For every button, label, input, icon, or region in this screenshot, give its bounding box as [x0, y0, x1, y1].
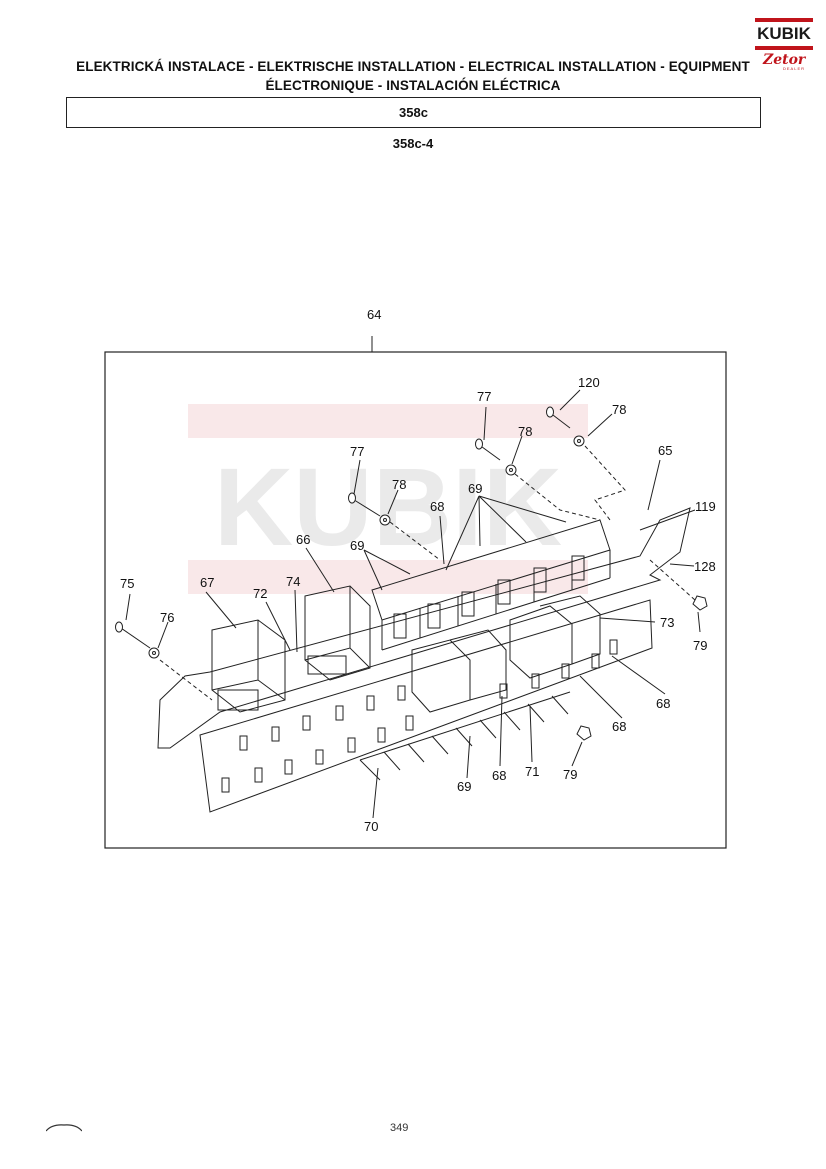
- page-title-line-2: ÉLECTRONIQUE - INSTALACIÓN ELÉCTRICA: [265, 78, 561, 93]
- callout-68-d: 68: [492, 768, 506, 783]
- callout-68-c: 68: [612, 719, 626, 734]
- callout-69-c: 69: [457, 779, 471, 794]
- callout-69-a: 69: [468, 481, 482, 496]
- page-title-line-1: ELEKTRICKÁ INSTALACE - ELEKTRISCHE INSTA…: [76, 59, 750, 74]
- section-code-box: 358c: [66, 97, 761, 128]
- callout-68-a: 68: [430, 499, 444, 514]
- callout-75: 75: [120, 576, 134, 591]
- callout-65: 65: [658, 443, 672, 458]
- callout-79-b: 79: [563, 767, 577, 782]
- callout-labels: 64 120 78 77 78 65 77 78 119 69 68 66 69…: [120, 307, 716, 834]
- logo-kubik-text: KUBIK: [755, 18, 813, 50]
- callout-71: 71: [525, 764, 539, 779]
- footer-logo-mark: [46, 1124, 82, 1132]
- callout-76: 76: [160, 610, 174, 625]
- callout-78-b: 78: [518, 424, 532, 439]
- svg-text:KUBIK: KUBIK: [214, 446, 562, 569]
- callout-77-a: 77: [477, 389, 491, 404]
- callout-120: 120: [578, 375, 600, 390]
- logo-zetor-text: Zetor: [763, 52, 806, 68]
- callout-128: 128: [694, 559, 716, 574]
- callout-119: 119: [695, 499, 716, 514]
- kubik-zetor-logo: KUBIK Zetor DEALER: [755, 14, 815, 71]
- callout-78-c: 78: [392, 477, 406, 492]
- page-number: 349: [390, 1122, 409, 1131]
- callout-79-a: 79: [693, 638, 707, 653]
- callout-69-b: 69: [350, 538, 364, 553]
- callout-73: 73: [660, 615, 674, 630]
- callout-66: 66: [296, 532, 310, 547]
- diagram-frame: [104, 351, 727, 849]
- callout-72: 72: [253, 586, 267, 601]
- logo-dealer-text: DEALER: [783, 66, 806, 71]
- callout-67: 67: [200, 575, 214, 590]
- callout-74: 74: [286, 574, 300, 589]
- callout-70: 70: [364, 819, 378, 834]
- figure-code: 358c-4: [392, 136, 434, 151]
- relay-board-drawing: [115, 336, 708, 819]
- watermark-logo: KUBIK: [188, 404, 588, 594]
- callout-68-b: 68: [656, 696, 670, 711]
- callout-78-a: 78: [612, 402, 626, 417]
- callout-77-b: 77: [350, 444, 364, 459]
- callout-64: 64: [367, 307, 381, 322]
